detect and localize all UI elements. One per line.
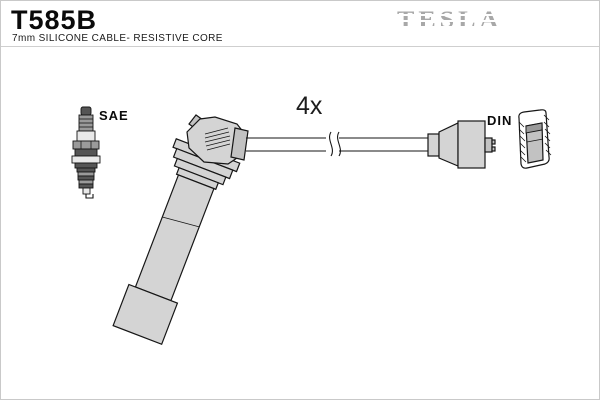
boot-cable-collar bbox=[230, 127, 249, 161]
spark-plug-hex bbox=[72, 140, 100, 150]
din-label: DIN bbox=[487, 113, 512, 128]
din-cup-insert-band bbox=[525, 122, 543, 134]
cable-break-icon bbox=[337, 131, 341, 157]
sae-label: SAE bbox=[99, 108, 129, 123]
spark-plug-tip bbox=[82, 187, 91, 195]
ignition-cable-kit-drawing: SAE bbox=[71, 92, 552, 346]
cable-break-icon bbox=[329, 131, 333, 157]
plug-boot-illustration bbox=[112, 114, 249, 346]
connector-collar bbox=[427, 133, 440, 157]
part-number: T585B bbox=[11, 5, 98, 35]
header: T585B 7mm SILICONE CABLE- RESISTIVE CORE… bbox=[1, 1, 599, 47]
brand-logo: TESLA bbox=[397, 8, 517, 36]
din-cup-hatching bbox=[518, 114, 552, 163]
distributor-connector-illustration: DIN bbox=[427, 113, 512, 169]
spark-plug-terminal bbox=[80, 106, 92, 116]
spark-plug-gasket bbox=[71, 155, 101, 164]
quantity-label: 4x bbox=[296, 92, 323, 120]
boot-foot bbox=[112, 283, 179, 346]
spark-plug-illustration: SAE bbox=[71, 106, 129, 199]
din-terminal-illustration bbox=[518, 109, 552, 169]
connector-terminal bbox=[484, 137, 493, 153]
connector-body bbox=[457, 120, 486, 169]
logo-stripe bbox=[397, 14, 515, 16]
boot-shaft bbox=[134, 174, 215, 302]
spark-plug-shell bbox=[74, 148, 98, 157]
logo-stripe bbox=[397, 20, 515, 22]
spark-plug-threads bbox=[78, 183, 94, 189]
spark-plug-insulator bbox=[76, 130, 96, 142]
boot-grip-ridges bbox=[204, 127, 231, 151]
brand-logo-text: TESLA bbox=[397, 6, 503, 33]
ignition-cable-illustration bbox=[246, 131, 428, 157]
spark-plug-electrode bbox=[85, 194, 94, 199]
logo-stripe bbox=[397, 26, 515, 28]
connector-cone bbox=[438, 122, 459, 167]
cable-spec-subtitle: 7mm SILICONE CABLE- RESISTIVE CORE bbox=[12, 33, 223, 44]
spark-plug-seat bbox=[74, 162, 98, 169]
